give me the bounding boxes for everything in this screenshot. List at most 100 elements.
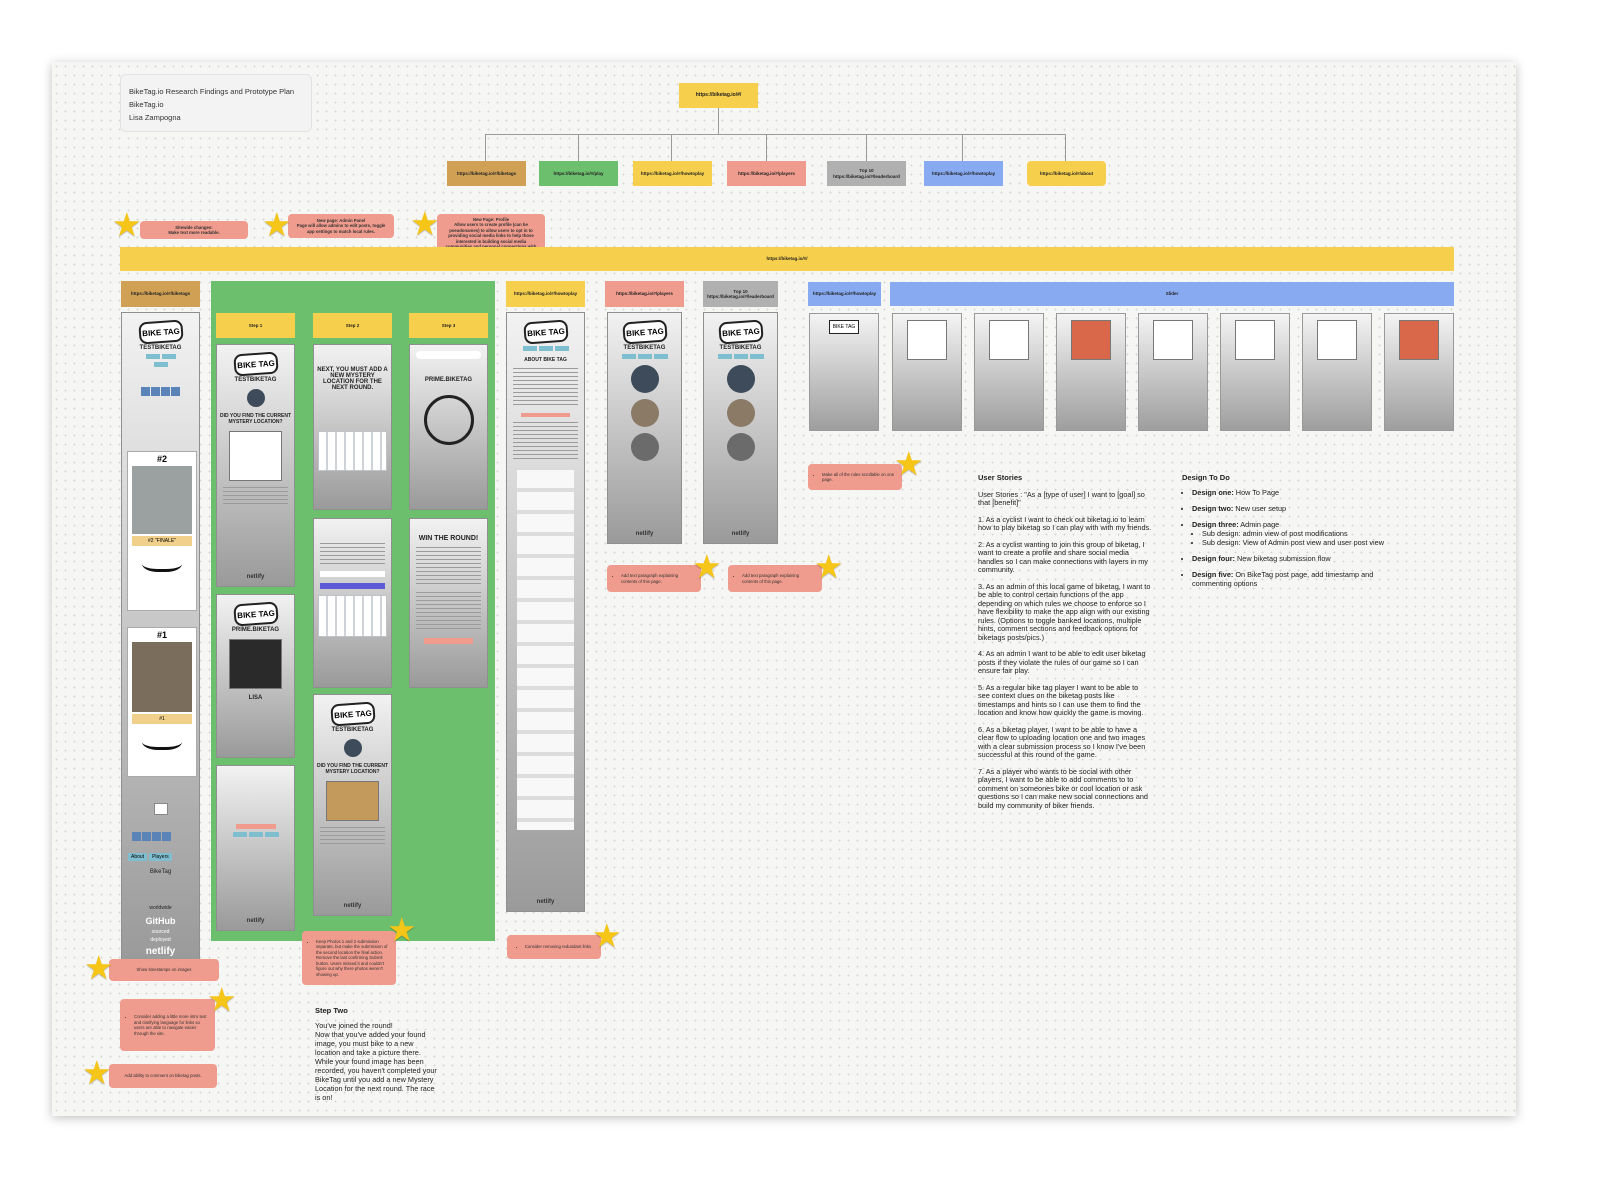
action-button[interactable]: [424, 638, 473, 644]
phone-title: PRIME.BIKETAG: [424, 377, 473, 383]
slider-screen-4[interactable]: [1056, 313, 1126, 431]
slide-illustration: [988, 320, 1030, 360]
biketag-logo: BIKE TAG: [717, 319, 764, 345]
slider-screen-6[interactable]: [1220, 313, 1290, 431]
user-story: 2. As a cyclist wanting to join this gro…: [978, 539, 1148, 574]
step-3-header[interactable]: Step 3: [409, 313, 488, 338]
post-photo: [132, 642, 192, 712]
phone-step2-mystery[interactable]: BIKE TAG TESTBIKETAG DID YOU FIND THE CU…: [313, 694, 392, 916]
footer-about[interactable]: About: [128, 853, 148, 861]
step-label: Step 1: [248, 322, 263, 328]
note-admin-panel[interactable]: New page: Admin Panel Page will allow ad…: [288, 214, 394, 238]
note-text: Make all of the rules scrollable on one …: [822, 472, 896, 483]
note-intro-text[interactable]: Consider adding a little more intro text…: [120, 999, 215, 1051]
column-header-howtoplay-blue[interactable]: https://biketag.io/#/howtoplay: [808, 282, 881, 306]
slider-header[interactable]: Slider: [890, 282, 1454, 306]
star-icon: ★: [84, 949, 114, 986]
biketag-post-1[interactable]: #1 #1: [127, 627, 197, 777]
player-avatar[interactable]: [726, 399, 755, 427]
sitemap-biketags[interactable]: https://biketag.io/#/biketags: [447, 161, 526, 186]
player-avatar[interactable]: [726, 365, 755, 393]
slider-screen-5[interactable]: [1138, 313, 1208, 431]
netlify-logo: netlify: [246, 918, 265, 924]
star-icon: ★: [207, 981, 237, 1018]
step-2-header[interactable]: Step 2: [313, 313, 392, 338]
note-text: New page: Admin Panel Page will allow ad…: [296, 217, 386, 234]
phone-step1-found[interactable]: BIKE TAG TESTBIKETAG DID YOU FIND THE CU…: [216, 344, 295, 587]
slider-screen-8[interactable]: [1384, 313, 1454, 431]
phone-step3-prime[interactable]: PRIME.BIKETAG: [409, 344, 488, 510]
url-bar[interactable]: [416, 351, 481, 359]
action-link[interactable]: [521, 413, 570, 417]
slider-screen-3[interactable]: [974, 313, 1044, 431]
action-pills[interactable]: [217, 824, 294, 829]
whiteboard-canvas[interactable]: BikeTag.io Research Findings and Prototy…: [52, 62, 1516, 1116]
column-header-leaderboard[interactable]: Top 10 https://biketag.io/#/leaderboard: [703, 281, 778, 307]
phone-howtoplay[interactable]: BIKE TAG ABOUT BIKE TAG netlify: [506, 312, 585, 912]
phone-biketags[interactable]: BIKE TAG TESTBIKETAG #2 #2 "FINALE" #1 #…: [121, 312, 200, 962]
note-comments[interactable]: Add ability to comment on biketag posts.: [109, 1064, 217, 1088]
player-avatar[interactable]: [630, 433, 659, 461]
chevron-down-icon[interactable]: [154, 803, 168, 815]
footer-sourced: sourced: [151, 929, 170, 935]
netlify-logo: netlify: [635, 531, 654, 537]
slider-screen-7[interactable]: [1302, 313, 1372, 431]
design-todo-block[interactable]: Design To Do Design one: How To Page Des…: [1182, 473, 1387, 595]
phone-step2-next[interactable]: NEXT, YOU MUST ADD A NEW MYSTERY LOCATIO…: [313, 344, 392, 510]
phone-step2-upload[interactable]: [313, 518, 392, 688]
submit-button[interactable]: [320, 583, 385, 589]
keyboard[interactable]: [318, 431, 387, 471]
user-stories-block[interactable]: User Stories User Stories : "As a [type …: [978, 473, 1152, 818]
column-header-label: https://biketag.io/#/howtoplay: [812, 291, 877, 297]
note-timestamps[interactable]: Show timestamps on images: [109, 959, 219, 981]
column-header-biketags[interactable]: https://biketag.io/#/biketags: [121, 281, 200, 307]
main-site-bar[interactable]: https://biketag.io/#/: [120, 247, 1454, 271]
player-avatar[interactable]: [726, 433, 755, 461]
bike-icon: [423, 395, 474, 445]
star-icon: ★: [692, 548, 722, 585]
phone-step3-win[interactable]: WIN THE ROUND!: [409, 518, 488, 688]
slider-screen-2[interactable]: [892, 313, 962, 431]
step-two-text-block[interactable]: Step Two You've joined the round! Now th…: [315, 1006, 439, 1102]
note-leaderboard-paragraph[interactable]: Add text paragraph explaining contents o…: [728, 565, 822, 592]
biketag-logo: BIKE TAG: [232, 601, 279, 627]
footer-nav[interactable]: About Players: [128, 853, 172, 861]
sitemap-players[interactable]: https://biketag.io/#/players: [727, 161, 806, 186]
column-header-howtoplay[interactable]: https://biketag.io/#/howtoplay: [506, 281, 585, 307]
tree-connector: [485, 134, 1065, 135]
player-avatar[interactable]: [630, 399, 659, 427]
note-players-paragraph[interactable]: Add text paragraph explaining contents o…: [607, 565, 701, 592]
biketag-post-2[interactable]: #2 #2 "FINALE": [127, 451, 197, 611]
note-redundant-links[interactable]: Consider removing redundant links: [507, 935, 601, 959]
project-info-card[interactable]: BikeTag.io Research Findings and Prototy…: [120, 74, 312, 132]
phone-leaderboard[interactable]: BIKE TAG TESTBIKETAG netlify: [703, 312, 778, 544]
text-input[interactable]: [320, 571, 385, 577]
phone-step1-submitted[interactable]: netlify: [216, 765, 295, 931]
column-header-players[interactable]: https://biketag.io/#/players: [605, 281, 684, 307]
image-placeholder[interactable]: [228, 431, 283, 481]
sitemap-root-sticky[interactable]: https://biketag.io/#/: [679, 83, 758, 108]
star-icon: ★: [894, 445, 924, 482]
player-avatar[interactable]: [630, 365, 659, 393]
phone-players[interactable]: BIKE TAG TESTBIKETAG netlify: [607, 312, 682, 544]
note-photo-submission[interactable]: Keep Photos 1 and 2 submission separate,…: [302, 931, 396, 985]
user-stories-heading: User Stories: [978, 473, 1023, 482]
sitemap-about[interactable]: https://biketag.io/#/about: [1027, 161, 1106, 186]
phone-step1-prime[interactable]: BIKE TAG PRIME.BIKETAG LISA: [216, 594, 295, 758]
note-sitewide-changes[interactable]: Sitewide changes: Make text more readabl…: [140, 221, 248, 239]
pagination[interactable]: [132, 828, 172, 846]
keyboard[interactable]: [318, 595, 387, 637]
sitemap-howtoplay[interactable]: https://biketag.io/#/howtoplay: [633, 161, 712, 186]
sitemap-leaderboard[interactable]: Top 10 https://biketag.io/#/leaderboard: [827, 161, 906, 186]
note-scrollable-rules[interactable]: Make all of the rules scrollable on one …: [808, 464, 902, 490]
footer-brand: BikeTag: [149, 869, 172, 875]
slide-illustration: [1234, 320, 1276, 360]
slider-screen-1[interactable]: BIKE TAG: [809, 313, 879, 431]
step-1-header[interactable]: Step 1: [216, 313, 295, 338]
sitemap-howtoplay-blue[interactable]: https://biketag.io/#/howtoplay: [924, 161, 1003, 186]
user-story: 4. As an admin I want to be able to edit…: [978, 649, 1146, 675]
sitemap-play[interactable]: https://biketag.io/#/play: [539, 161, 618, 186]
footer-players[interactable]: Players: [149, 853, 172, 861]
game-logos-list[interactable]: [517, 470, 574, 830]
pagination[interactable]: [122, 383, 199, 401]
